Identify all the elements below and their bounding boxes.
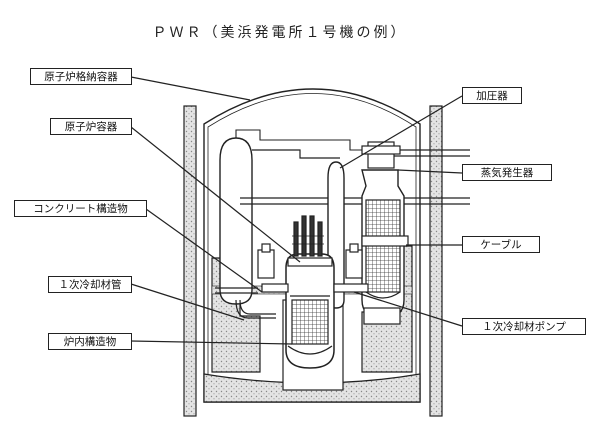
leader-internals [130,340,293,345]
label-internals: 炉内構造物 [48,333,132,350]
diagram-title: ＰＷＲ（美浜発電所１号機の例） [152,25,408,41]
leader-containment [130,76,251,101]
pump-right [345,249,363,279]
pipe-top-2 [252,149,340,159]
label-reactor-vessel: 原子炉容器 [50,118,132,135]
leader-concrete [145,208,263,293]
primary-pipe-right [333,283,369,293]
leader-reactor-vessel [130,126,301,263]
reactor-core [291,299,329,345]
label-cable: ケーブル [462,236,540,253]
label-pressurizer: 加圧器 [462,87,522,104]
leader-sg [397,169,463,174]
label-coolant-pump: １次冷却材ポンプ [462,318,586,335]
pipe-top-1 [235,129,370,151]
label-primary-coolant-pipe: １次冷却材管 [48,276,132,293]
concrete-wall-right [429,105,443,417]
leader-pressurizer [339,95,463,169]
containment-vessel-outline [203,88,421,403]
concrete-wall-left [183,105,197,417]
label-concrete-structure: コンクリート構造物 [14,200,147,217]
leader-pump [353,291,463,327]
containment-vessel-inner [207,93,417,398]
crossover-pipe [235,299,276,319]
primary-pipe-left [261,283,289,293]
tank-left [219,137,253,305]
label-steam-generator: 蒸気発生器 [462,164,552,181]
pump-left [257,249,275,279]
label-containment-vessel: 原子炉格納容器 [30,68,132,85]
leader-primary-pipe [130,283,245,321]
